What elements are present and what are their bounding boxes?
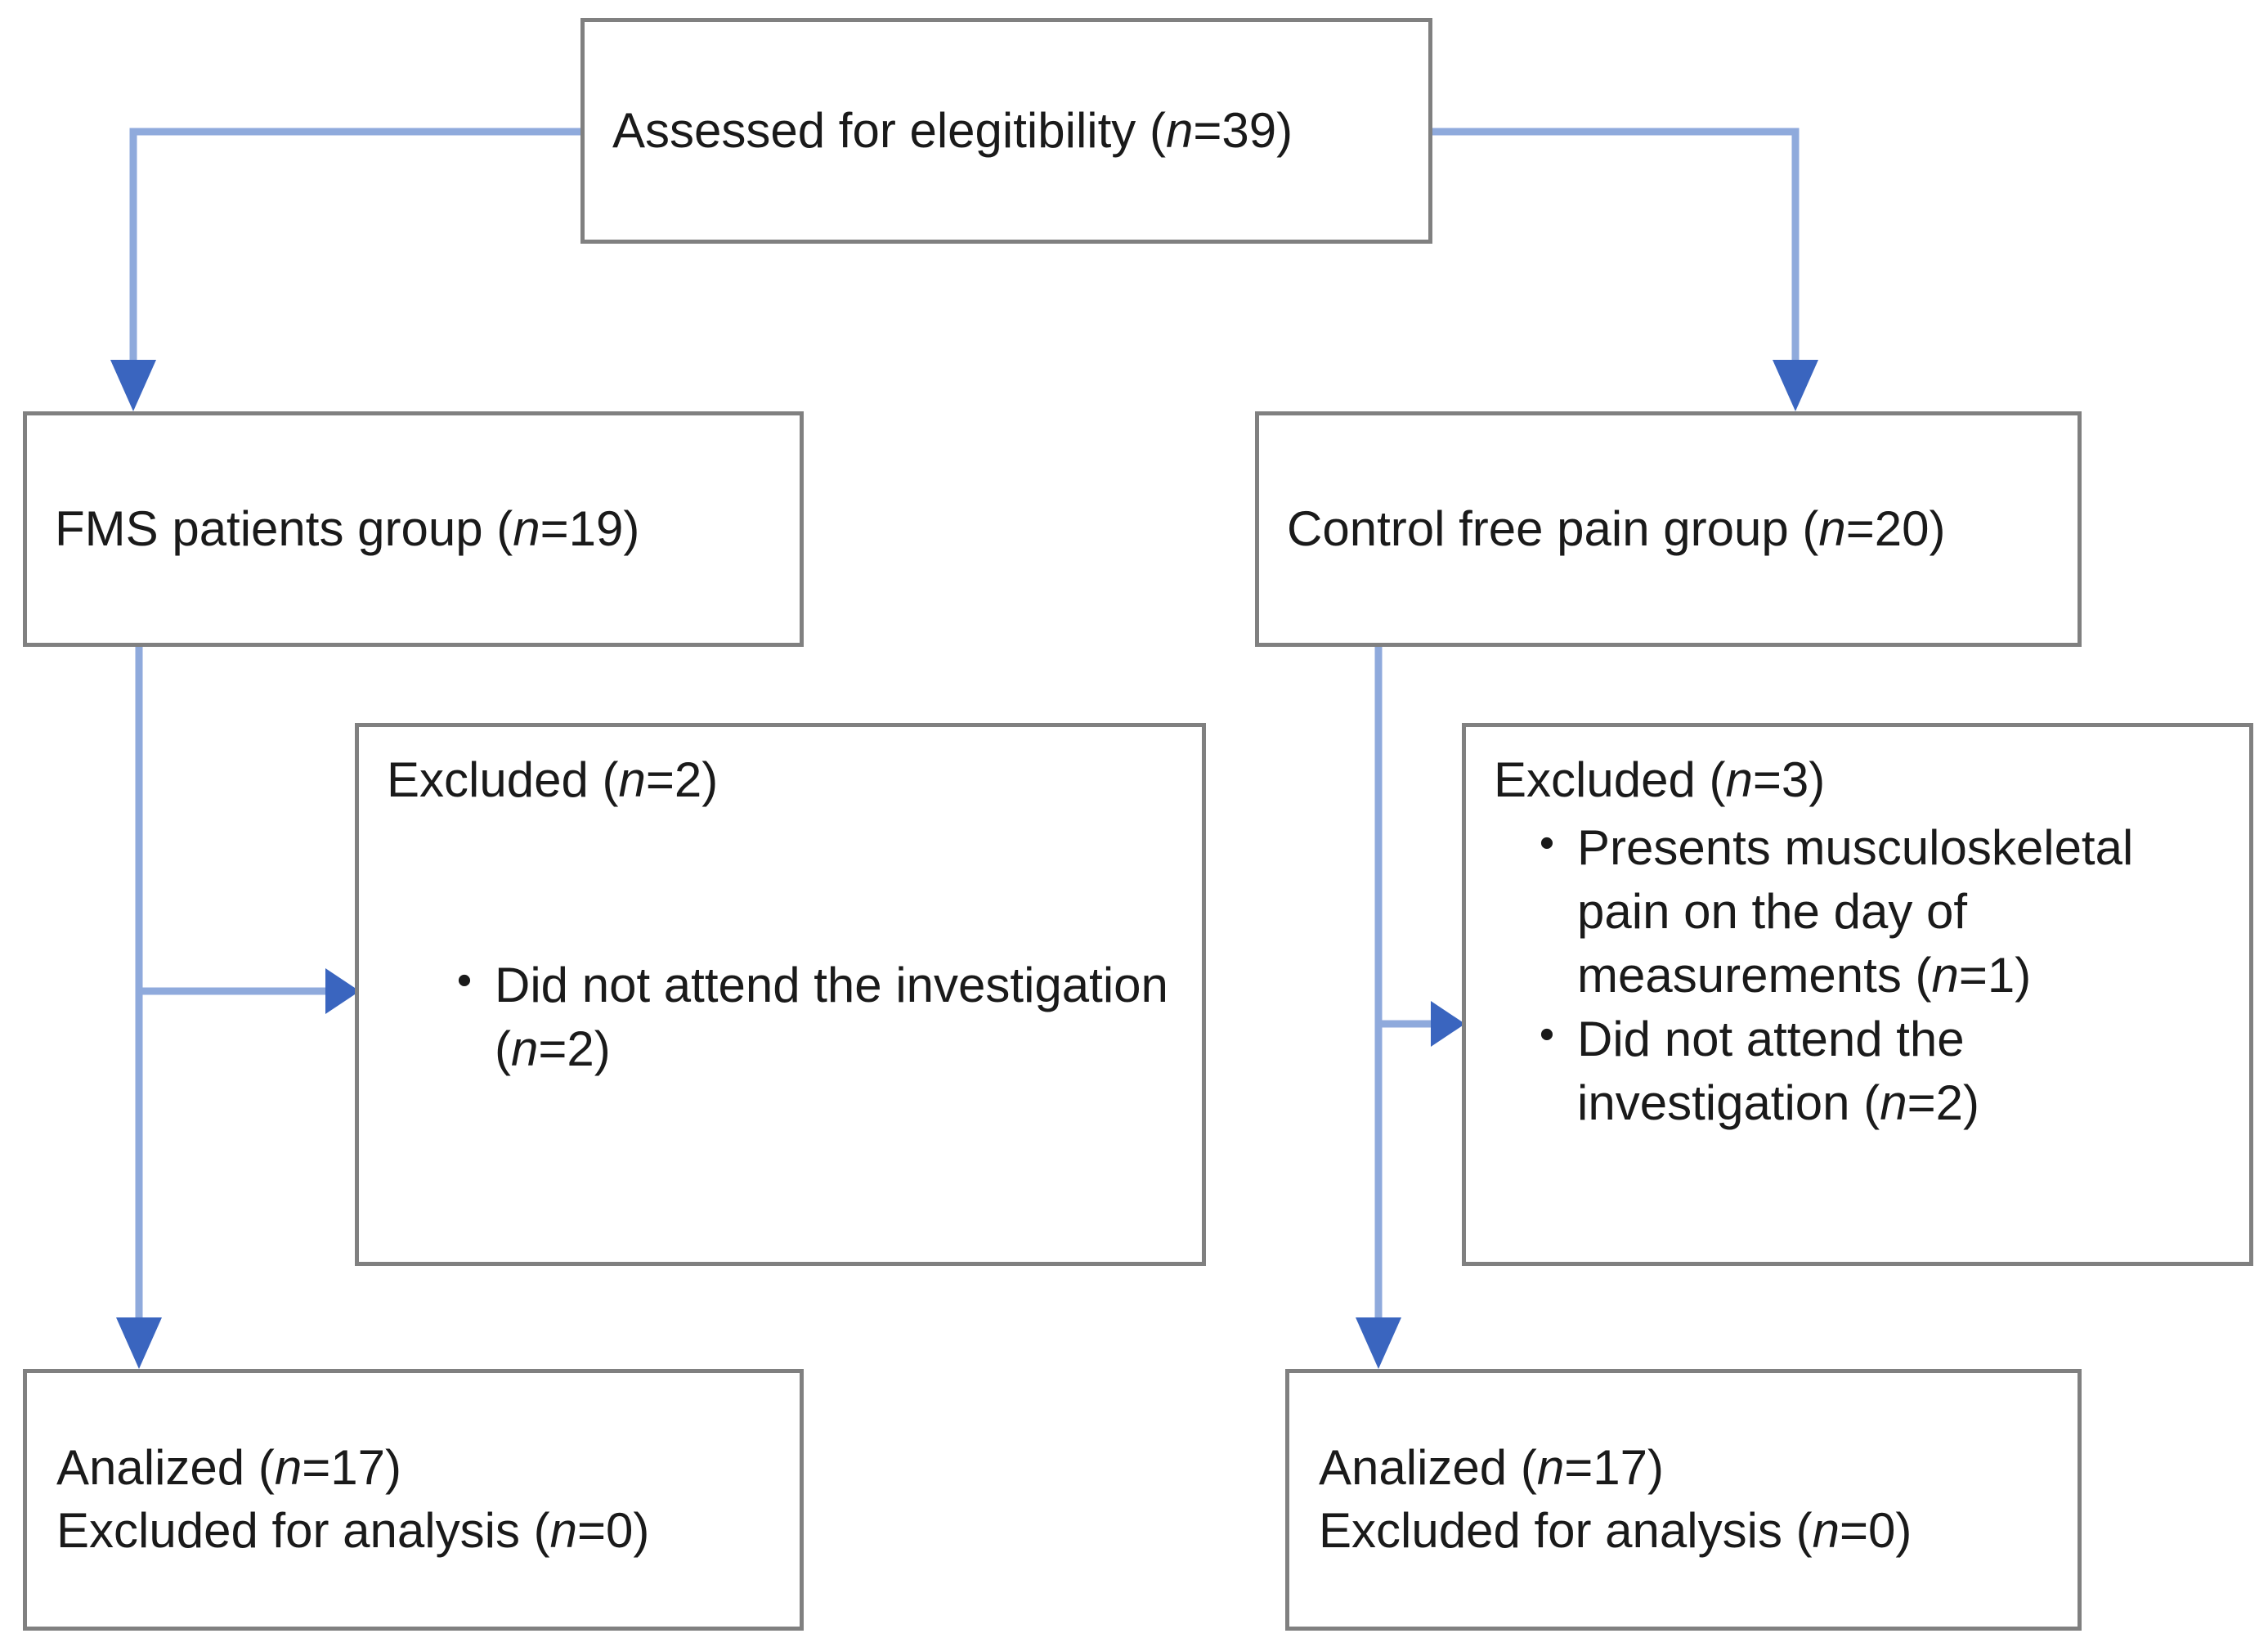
analyzed-fms-line2: Excluded for analysis (n=0) (56, 1503, 650, 1558)
arrowhead-down-analyzed-right (1356, 1317, 1401, 1369)
n-symbol: n (1165, 102, 1194, 158)
n-symbol: n (549, 1503, 577, 1558)
node-control-free-pain-group: Control free pain group (n=20) (1255, 411, 2082, 647)
connector-control-to-excluded (1378, 1001, 1465, 1047)
arrowhead-down-fms (110, 360, 156, 411)
node-excluded-control: Excluded (n=3) • Presents musculoskeleta… (1462, 723, 2253, 1266)
n-symbol: n (513, 500, 540, 556)
n-symbol: n (618, 752, 646, 807)
n-symbol: n (1880, 1075, 1907, 1131)
connector-control-to-analyzed (1356, 647, 1401, 1369)
n-symbol: n (510, 1021, 539, 1077)
connector-fms-to-analyzed (116, 647, 162, 1369)
n-symbol: n (1812, 1503, 1840, 1558)
analyzed-fms-line1: Analized (n=17) (56, 1440, 401, 1496)
n-symbol: n (274, 1440, 303, 1496)
arrowhead-down-analyzed-left (116, 1317, 162, 1369)
node-excluded-fms: Excluded (n=2) • Did not attend the inve… (355, 723, 1206, 1266)
bullet-text: Did not attend the investigation (n=2) (1577, 1012, 1979, 1131)
bullet-dot-icon: • (456, 957, 473, 1005)
analyzed-control-line2: Excluded for analysis (n=0) (1319, 1503, 1912, 1558)
control-group-label: Control free pain group (n=20) (1287, 500, 1946, 556)
node-analyzed-control: Analized (n=17) Excluded for analysis (n… (1285, 1369, 2082, 1631)
connector-fms-to-excluded (139, 968, 360, 1014)
analyzed-control-line1: Analized (n=17) (1319, 1440, 1664, 1496)
node-assessed-for-eligibility: Assessed for elegitibility (n=39) (580, 18, 1432, 244)
fms-group-label: FMS patients group (n=19) (55, 500, 640, 556)
n-symbol: n (1818, 500, 1846, 556)
node-fms-patients-group: FMS patients group (n=19) (23, 411, 804, 647)
arrowhead-right-excluded-right (1431, 1001, 1465, 1047)
arrowhead-down-control (1773, 360, 1818, 411)
bullet-text: Presents musculoskeletal pain on the day… (1577, 820, 2147, 1003)
list-item: • Did not attend the investigation (n=2) (1517, 1007, 2233, 1135)
excluded-fms-title: Excluded (n=2) (387, 752, 719, 807)
bullet-dot-icon: • (1539, 819, 1555, 868)
connector-assessed-to-fms (110, 128, 580, 411)
assessed-label: Assessed for elegitibility (n=39) (612, 102, 1293, 158)
excluded-control-bullet-list: • Presents musculoskeletal pain on the d… (1466, 816, 2249, 1135)
bullet-text: Did not attend the investigation (n=2) (495, 958, 1182, 1077)
n-symbol: n (1725, 752, 1753, 807)
excluded-control-title: Excluded (n=3) (1494, 752, 1826, 807)
list-item: • Did not attend the investigation (n=2) (434, 954, 1174, 1081)
excluded-fms-bullet-list: • Did not attend the investigation (n=2) (359, 954, 1202, 1081)
node-analyzed-fms: Analized (n=17) Excluded for analysis (n… (23, 1369, 804, 1631)
list-item: • Presents musculoskeletal pain on the d… (1517, 816, 2233, 1007)
n-symbol: n (1536, 1440, 1565, 1496)
bullet-dot-icon: • (1539, 1011, 1555, 1059)
connector-assessed-to-control (1432, 128, 1818, 411)
n-symbol: n (1931, 948, 1959, 1003)
